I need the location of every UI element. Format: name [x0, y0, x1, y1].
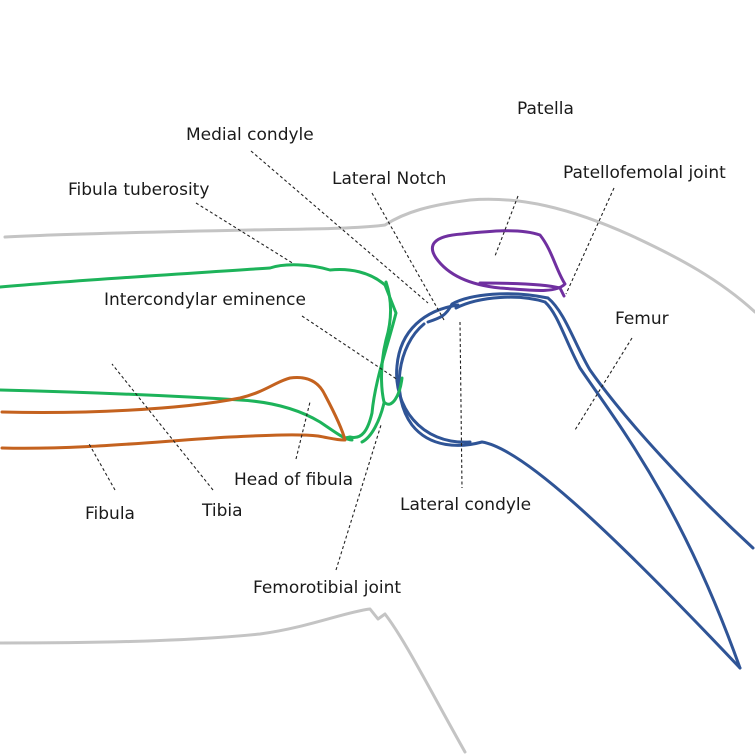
label-patellofemoral-joint: Patellofemolal joint — [563, 163, 726, 183]
fibula-lower-outline — [0, 433, 346, 450]
tibia-plateau — [380, 280, 404, 406]
leader-patellofemoral-joint — [565, 187, 615, 295]
label-femur: Femur — [615, 309, 669, 329]
leader-patella — [494, 195, 519, 257]
leader-femur — [574, 337, 633, 431]
label-fibula: Fibula — [85, 504, 135, 524]
label-tibia: Tibia — [201, 501, 243, 521]
leader-fibula — [87, 441, 116, 491]
femur-condyle-lower — [397, 322, 742, 670]
leader-medial-condyle — [250, 150, 429, 304]
leader-head-of-fibula — [295, 401, 311, 460]
tibia-upper-outline — [0, 263, 398, 440]
leader-femorotibial-joint — [335, 424, 382, 571]
leader-tibia — [111, 363, 214, 491]
label-head-of-fibula: Head of fibula — [234, 470, 353, 490]
leg-outline-top — [3, 197, 755, 314]
patella-articular-surface — [478, 281, 566, 298]
label-lateral-notch: Lateral Notch — [332, 169, 446, 189]
label-femorotibial-joint: Femorotibial joint — [253, 578, 401, 598]
femur-lateral-condyle-arc — [395, 303, 472, 444]
fibula-upper-outline — [0, 376, 347, 442]
leader-lateral-condyle — [459, 321, 463, 489]
femur-inner-contour — [454, 295, 742, 670]
label-patella: Patella — [517, 99, 574, 119]
tibia-posterior-edge — [360, 401, 386, 444]
tibia-lower-outline — [0, 388, 354, 442]
leg-outline-bottom — [0, 607, 467, 754]
label-medial-condyle: Medial condyle — [186, 125, 314, 145]
label-lateral-condyle: Lateral condyle — [400, 495, 531, 515]
leader-intercondylar-eminence — [301, 315, 399, 381]
label-fibula-tuberosity: Fibula tuberosity — [68, 180, 209, 200]
leader-lateral-notch — [371, 192, 445, 321]
patella-outline — [430, 229, 567, 292]
leader-fibula-tuberosity — [195, 202, 295, 265]
label-intercondylar-eminence: Intercondylar eminence — [104, 290, 306, 310]
